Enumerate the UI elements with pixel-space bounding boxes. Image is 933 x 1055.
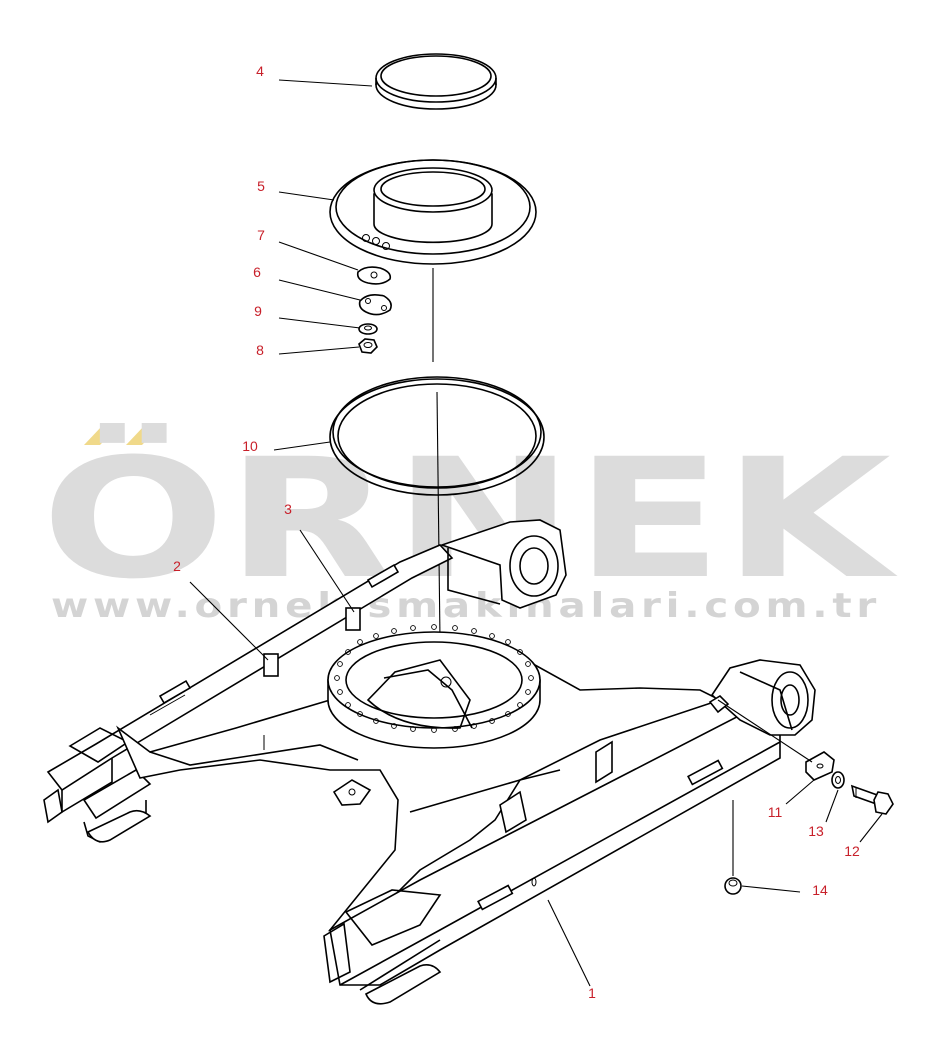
callout-12: 12 (844, 843, 860, 859)
watermark-umlaut-left (84, 426, 118, 445)
assembly-axis-lower (436, 391, 441, 641)
callout-8: 8 (256, 342, 264, 358)
callout-11: 11 (768, 804, 783, 820)
watermark-brand: ÖRNEK (41, 422, 898, 615)
callout-4: 4 (256, 63, 264, 79)
part-5-plate (329, 159, 537, 265)
part-14-fitting (724, 800, 742, 895)
part-4-cover-ring (375, 53, 497, 110)
callout-7: 7 (257, 227, 265, 243)
callout-14: 14 (812, 882, 828, 898)
callout-3: 3 (284, 501, 292, 517)
watermark-url: www.ornekismakinalari.com.tr (51, 586, 881, 626)
watermark-umlaut-right (126, 426, 160, 445)
callout-10: 10 (242, 438, 258, 454)
callout-5: 5 (257, 178, 265, 194)
part-11-plate (805, 751, 835, 781)
callout-labels: 4 5 7 6 9 8 10 3 2 11 13 12 14 1 (173, 63, 860, 1001)
part-7-lock-plate (356, 266, 392, 285)
callout-6: 6 (253, 264, 261, 280)
callout-13: 13 (808, 823, 824, 839)
part-1-track-frame (43, 519, 816, 1005)
leader-lines (189, 79, 883, 987)
callout-9: 9 (254, 303, 262, 319)
bearing-bolt-holes (334, 624, 534, 733)
part-10-seal-ring (329, 376, 545, 496)
callout-2: 2 (173, 558, 181, 574)
callout-1: 1 (588, 985, 596, 1001)
part-6-plate (358, 294, 392, 316)
part-8-nut (358, 338, 378, 354)
watermark: ÖRNEK www.ornekismakinalari.com.tr (41, 422, 898, 626)
part-12-bolt (850, 784, 894, 815)
part-9-washer (358, 323, 378, 335)
part-13-washer (831, 771, 845, 789)
